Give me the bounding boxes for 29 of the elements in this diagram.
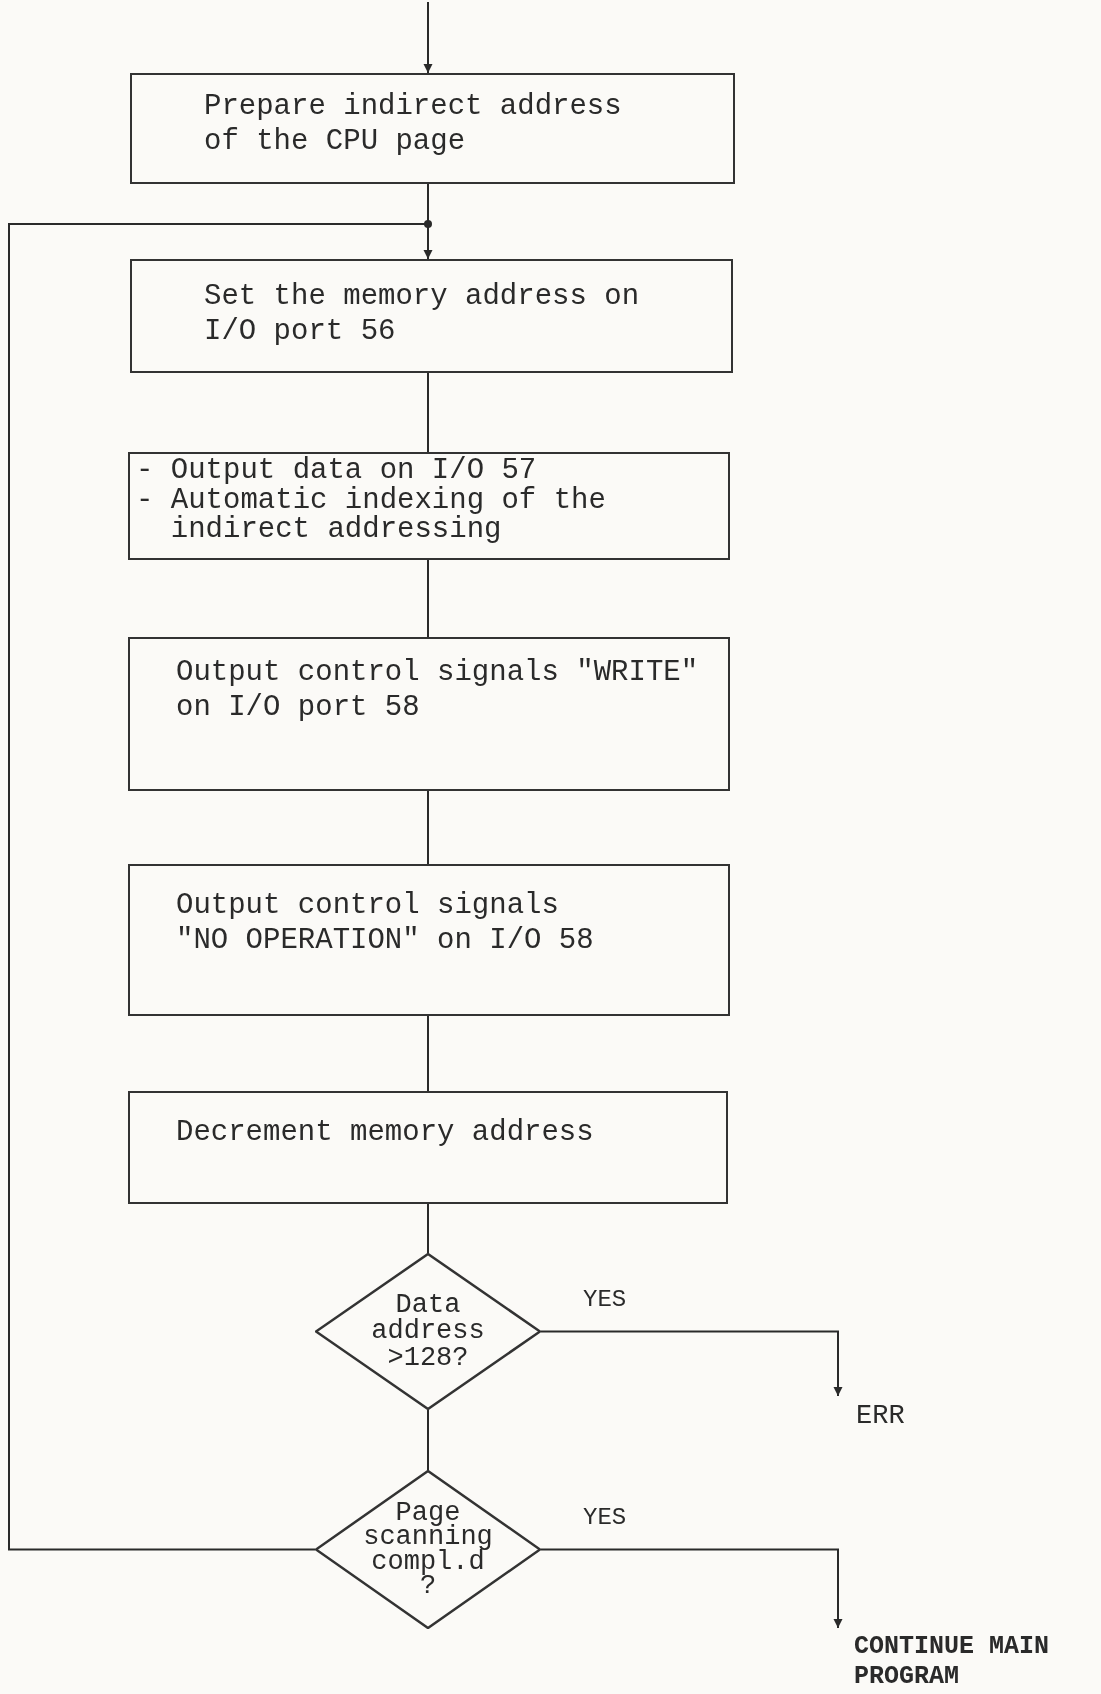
box-text: Output control signals "WRITE" on I/O port 58 — [176, 655, 700, 726]
decision-diamond — [315, 1253, 541, 1410]
decision-diamond — [315, 1470, 541, 1629]
decision-text: Page scanning compl.d ? — [362, 1500, 494, 1599]
connector-line — [427, 559, 429, 638]
connector-line — [427, 1203, 429, 1254]
connector-line — [427, 1015, 429, 1092]
process-box — [128, 452, 730, 560]
box-text: - Output data on I/O 57 — [136, 456, 538, 486]
process-box — [130, 259, 733, 373]
arrow — [540, 1548, 843, 1629]
arrow — [8, 223, 433, 1551]
process-box — [128, 864, 730, 1016]
box-text: Decrement memory address — [176, 1115, 595, 1151]
box-text: Prepare indirect address of the CPU page — [204, 89, 623, 160]
connector-line — [427, 1409, 429, 1471]
terminal-text: ERR — [855, 1400, 906, 1433]
process-box — [128, 1091, 728, 1204]
process-box — [128, 637, 730, 791]
connector-line — [427, 790, 429, 865]
arrow — [540, 1330, 843, 1397]
box-text: Set the memory address on I/O port 56 — [204, 279, 641, 350]
box-text: - Automatic indexing of the indirect addressing — [136, 485, 607, 545]
decision-text: Data address >128? — [370, 1291, 486, 1372]
terminal-text: CONTINUE MAIN PROGRAM — [853, 1631, 1051, 1692]
connector-line — [427, 372, 429, 453]
arrow — [423, 1, 433, 74]
process-box — [130, 73, 735, 184]
box-text: Output control signals "NO OPERATION" on I/O 58 — [176, 888, 595, 959]
